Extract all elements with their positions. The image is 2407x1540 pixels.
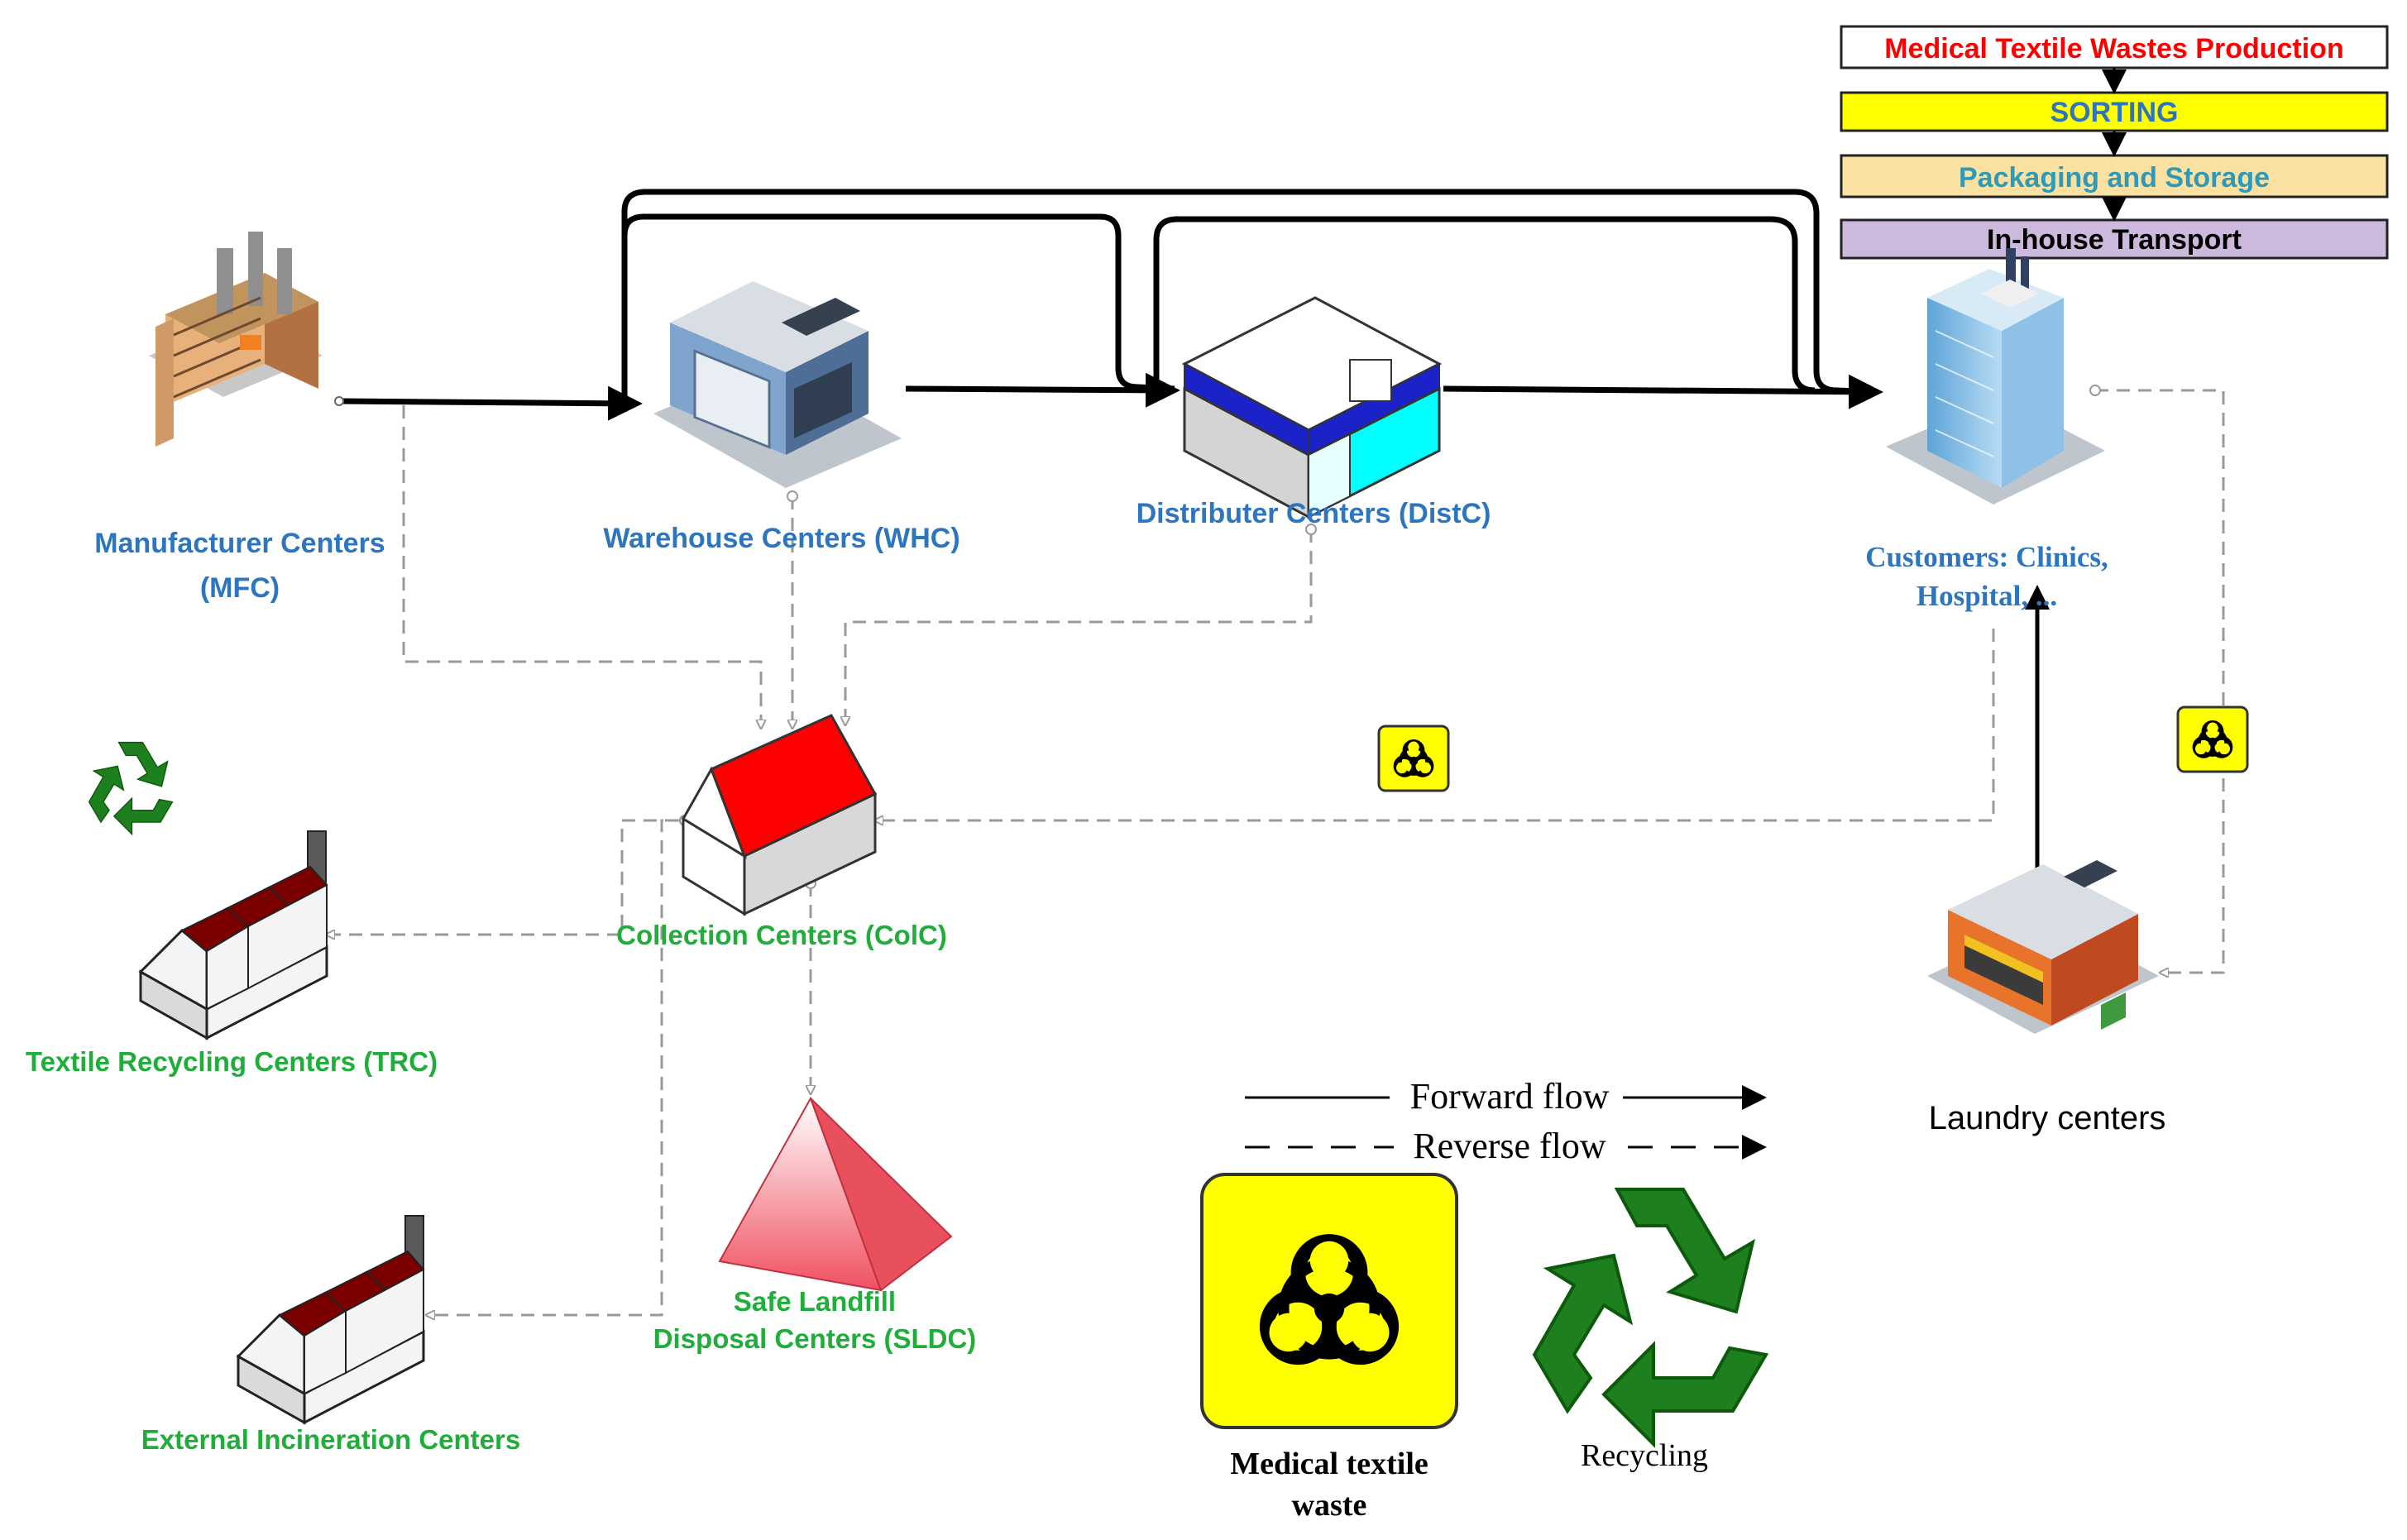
medical-waste-label-line1: Medical textile (1230, 1447, 1428, 1481)
biohazard-icon-small-2 (2176, 705, 2249, 773)
flow-mfc-to-whc (338, 385, 643, 421)
recycle-icon-large (1533, 1188, 1768, 1446)
recycling-label: Recycling (1581, 1438, 1708, 1473)
step-sorting-label: SORTING (2050, 97, 2179, 128)
customers-label-line2: Hospital, ... (1917, 580, 2057, 612)
step-production-label: Medical Textile Wastes Production (1884, 33, 2343, 65)
rev-customer-to-laundry (2095, 389, 2225, 973)
incineration-factory-icon (236, 1215, 425, 1425)
landfill-pyramid-icon (718, 1096, 953, 1292)
rev-colc-to-incineration (427, 819, 685, 1315)
step-packaging-label: Packaging and Storage (1959, 162, 2270, 194)
step-transport-box (1840, 218, 2389, 260)
step-transport-label: In-house Transport (1987, 224, 2242, 256)
flow-whc-to-distc (905, 372, 1180, 408)
laundry-building-icon (1927, 860, 2159, 1034)
warehouse-label: Warehouse Centers (WHC) (603, 523, 959, 554)
medical-waste-label-line2: waste (1292, 1488, 1367, 1523)
landfill-label-line2: Disposal Centers (SLDC) (653, 1323, 977, 1354)
legend: Forward flow Reverse flow (1245, 1076, 1767, 1166)
mfc-connector (334, 396, 344, 406)
customers-label-line1: Customers: Clinics, (1865, 541, 2108, 573)
flow-mfc-to-distc-bypass (621, 213, 1175, 401)
laundry-label: Laundry centers (1929, 1100, 2166, 1136)
step-production-box (1840, 25, 2389, 69)
manufacturer-factory-icon (149, 232, 323, 447)
textile-recycling-factory-icon (138, 830, 328, 1040)
collection-label: Collection Centers (ColC) (616, 920, 947, 950)
forward-flow-lines (338, 189, 2050, 868)
rev-mfc-to-colc (402, 405, 761, 728)
textile-recycling-label: Textile Recycling Centers (TRC) (26, 1046, 438, 1077)
rev-colc-to-trc (327, 819, 678, 935)
customer-tower-icon (1886, 248, 2105, 505)
flow-mfc-to-customer-bypass (621, 189, 1878, 395)
biohazard-icon-small-1 (1377, 725, 1450, 792)
biohazard-icon-large (1200, 1173, 1458, 1429)
manufacturer-label-line2: (MFC) (200, 572, 280, 604)
distributer-label: Distributer Centers (DistC) (1137, 498, 1491, 529)
incineration-label: External Incineration Centers (141, 1424, 520, 1455)
distributer-icon (1181, 296, 1443, 519)
warehouse-icon (653, 281, 902, 488)
manufacturer-label-line1: Manufacturer Centers (94, 528, 385, 559)
process-steps: Medical Textile Wastes Production SORTIN… (1840, 25, 2389, 260)
flow-whc-to-customer-bypass (1153, 216, 1816, 394)
landfill-label-line1: Safe Landfill (734, 1286, 896, 1317)
rev-distc-to-colc (845, 529, 1313, 725)
recycle-icon-small (88, 741, 174, 835)
legend-reverse-label: Reverse flow (1413, 1126, 1606, 1166)
reverse-flow-lines (327, 389, 2225, 1315)
collection-house-icon (681, 714, 878, 916)
rev-customer-to-colc (875, 629, 1995, 820)
legend-forward-label: Forward flow (1410, 1076, 1610, 1117)
